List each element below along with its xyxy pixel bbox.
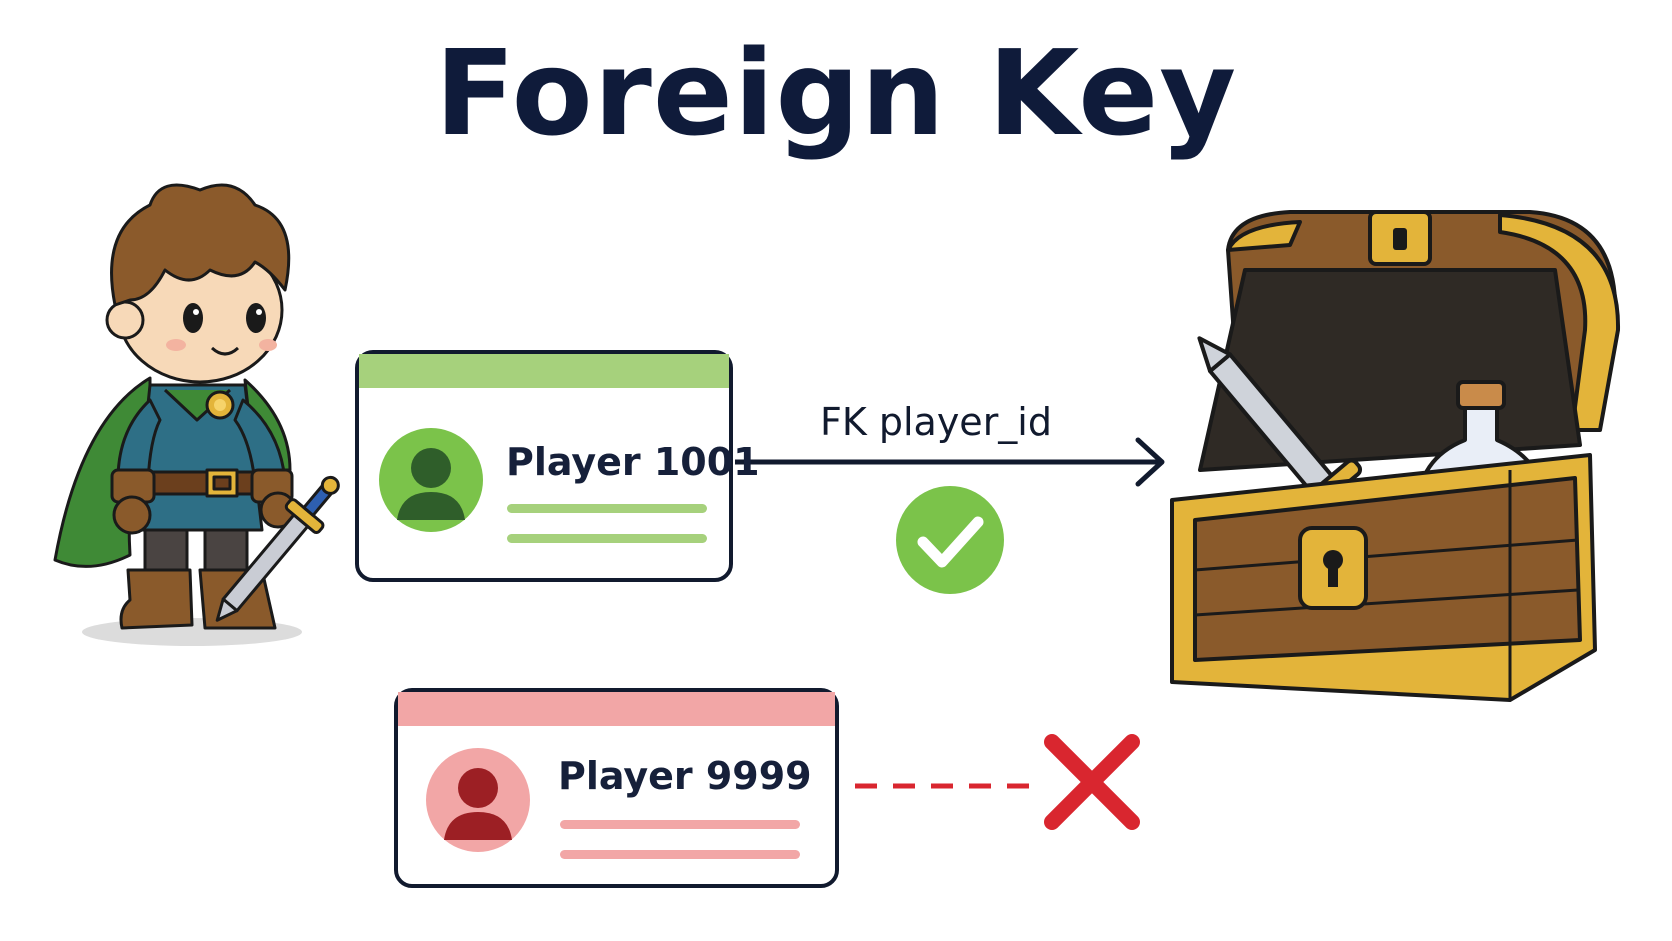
- placeholder-line: [507, 534, 707, 543]
- placeholder-line: [560, 820, 800, 829]
- treasure-chest-icon: [1170, 210, 1621, 702]
- page-title: Foreign Key: [434, 24, 1238, 162]
- player-card-invalid: Player 9999: [394, 688, 839, 888]
- cross-icon: [1044, 734, 1140, 830]
- user-avatar-icon: [379, 428, 483, 532]
- relation-label: FK player_id: [820, 400, 1052, 444]
- check-icon: [896, 486, 1004, 594]
- player-card-valid: Player 1001: [355, 350, 760, 582]
- card-header-bar: [359, 354, 729, 388]
- valid-reference-arrow: [735, 437, 1165, 487]
- user-avatar-icon: [426, 748, 530, 852]
- placeholder-line: [560, 850, 800, 859]
- player-label: Player 9999: [558, 754, 812, 798]
- hero-character-icon: [53, 183, 340, 646]
- card-header-bar: [398, 692, 835, 726]
- placeholder-line: [507, 504, 707, 513]
- player-label: Player 1001: [506, 440, 760, 484]
